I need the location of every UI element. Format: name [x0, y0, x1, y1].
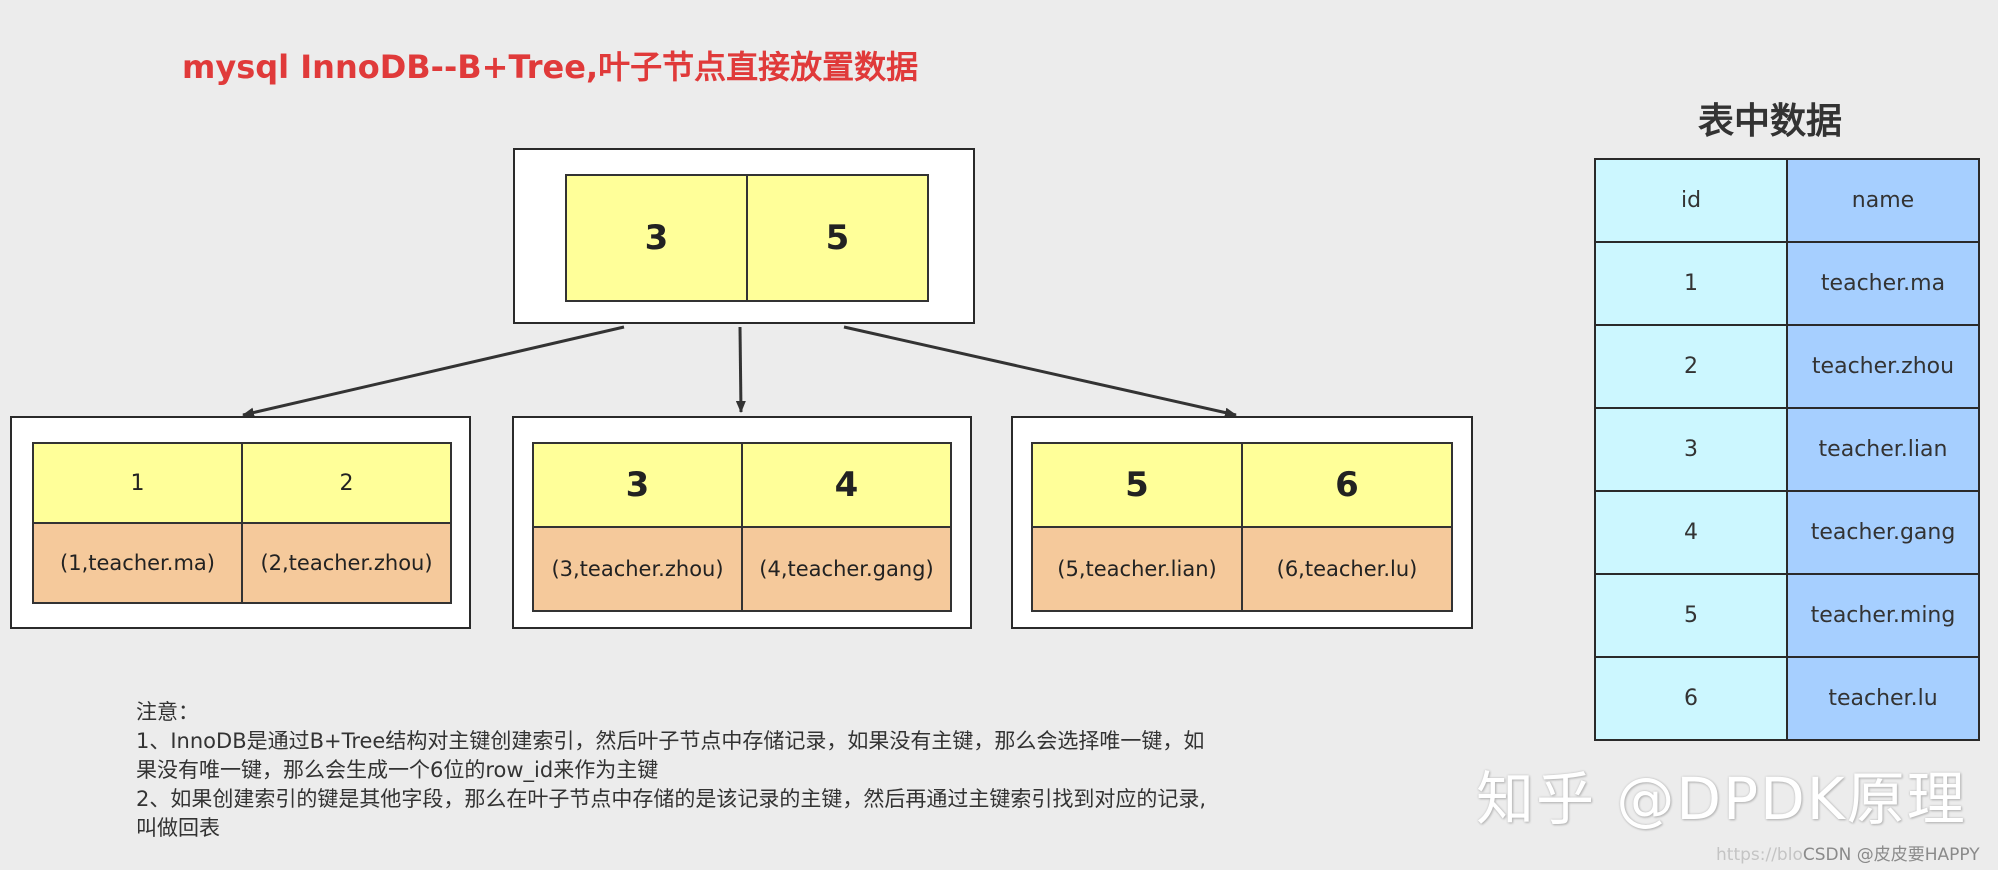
- csdn-credit-text: CSDN @皮皮要HAPPY: [1802, 845, 1980, 865]
- root-key-2: 5: [746, 174, 929, 302]
- table-header-name: name: [1786, 158, 1980, 243]
- table-cell-id: 5: [1594, 573, 1788, 658]
- leaf-3-key-1: 5: [1031, 442, 1243, 528]
- leaf-node-1: 1 2 (1,teacher.ma) (2,teacher.zhou): [10, 416, 471, 629]
- notes-heading: 注意：: [136, 700, 199, 724]
- leaf-node-2: 3 4 (3,teacher.zhou) (4,teacher.gang): [512, 416, 972, 629]
- leaf-1-value-1: (1,teacher.ma): [32, 522, 243, 604]
- table-cell-name: teacher.lu: [1786, 656, 1980, 741]
- table-cell-id: 6: [1594, 656, 1788, 741]
- root-node: 3 5: [513, 148, 975, 324]
- table-cell-id: 2: [1594, 324, 1788, 409]
- table-cell-name: teacher.gang: [1786, 490, 1980, 575]
- notes-line: 1、InnoDB是通过B+Tree结构对主键创建索引，然后叶子节点中存储记录，如…: [136, 729, 1205, 753]
- table-title: 表中数据: [1697, 101, 1842, 142]
- csdn-credit: https://bloCSDN @皮皮要HAPPY: [1716, 840, 1980, 865]
- csdn-credit-faint: https://blo: [1716, 845, 1803, 865]
- notes-line: 叫做回表: [136, 816, 220, 840]
- leaf-2-value-2: (4,teacher.gang): [741, 526, 952, 612]
- notes-line: 2、如果创建索引的键是其他字段，那么在叶子节点中存储的是该记录的主键，然后再通过…: [136, 787, 1207, 811]
- table-cell-name: teacher.ma: [1786, 241, 1980, 326]
- root-key-1: 3: [565, 174, 748, 302]
- notes-block: 注意： 1、InnoDB是通过B+Tree结构对主键创建索引，然后叶子节点中存储…: [136, 698, 1356, 843]
- leaf-1-value-2: (2,teacher.zhou): [241, 522, 452, 604]
- leaf-3-value-1: (5,teacher.lian): [1031, 526, 1243, 612]
- leaf-1-key-1: 1: [32, 442, 243, 524]
- table-cell-id: 4: [1594, 490, 1788, 575]
- table-cell-id: 3: [1594, 407, 1788, 492]
- leaf-2-key-2: 4: [741, 442, 952, 528]
- leaf-2-value-1: (3,teacher.zhou): [532, 526, 743, 612]
- table-header-id: id: [1594, 158, 1788, 243]
- leaf-3-key-2: 6: [1241, 442, 1453, 528]
- table-cell-name: teacher.lian: [1786, 407, 1980, 492]
- diagram-title: mysql InnoDB--B+Tree,叶子节点直接放置数据: [182, 48, 919, 86]
- zhihu-watermark: 知乎 @DPDK原理: [1476, 765, 1967, 833]
- table-cell-name: teacher.zhou: [1786, 324, 1980, 409]
- arrow-to-leaf-1: [242, 325, 625, 418]
- leaf-2-key-1: 3: [532, 442, 743, 528]
- arrow-to-leaf-3: [843, 325, 1237, 418]
- leaf-node-3: 5 6 (5,teacher.lian) (6,teacher.lu): [1011, 416, 1473, 629]
- arrow-to-leaf-2: [735, 326, 746, 413]
- leaf-3-value-2: (6,teacher.lu): [1241, 526, 1453, 612]
- table-cell-id: 1: [1594, 241, 1788, 326]
- notes-line: 果没有唯一键，那么会生成一个6位的row_id来作为主键: [136, 758, 659, 782]
- table-cell-name: teacher.ming: [1786, 573, 1980, 658]
- leaf-1-key-2: 2: [241, 442, 452, 524]
